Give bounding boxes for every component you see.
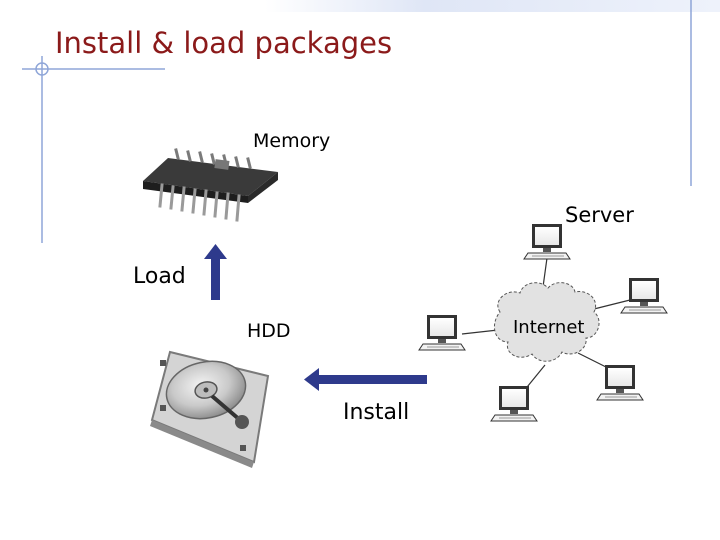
hard-disk-icon: [150, 350, 270, 468]
load-label: Load: [133, 264, 186, 289]
memory-label: Memory: [253, 130, 331, 152]
arrow-up-icon: [204, 244, 227, 300]
server-label: Server: [565, 203, 634, 227]
arrow-left-icon: [304, 368, 427, 391]
computer-icon: [418, 314, 466, 351]
page-title: Install & load packages: [55, 26, 393, 60]
install-label: Install: [343, 400, 410, 425]
internet-cloud-icon: [493, 282, 600, 362]
computer-icon: [523, 223, 571, 260]
computer-icon: [620, 277, 668, 314]
computer-icon: [596, 364, 644, 401]
hdd-label: HDD: [247, 320, 291, 342]
computer-icon: [490, 385, 538, 422]
slide-decoration: [22, 0, 720, 243]
memory-chip-icon: [143, 148, 278, 222]
internet-label: Internet: [513, 317, 585, 338]
